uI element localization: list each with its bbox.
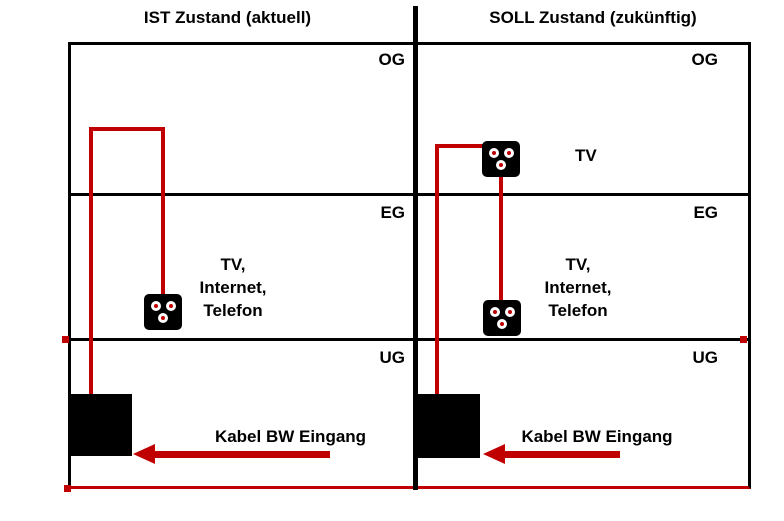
line-endpoint-handle <box>740 336 747 343</box>
cable-segment-drop-left <box>161 127 165 297</box>
line-endpoint-handle <box>62 336 69 343</box>
entry-arrow-shaft-right <box>505 451 620 458</box>
left-panel-title: IST Zustand (aktuell) <box>143 8 312 27</box>
entry-arrow-right-icon <box>483 444 505 464</box>
socket-label-left-eg: TV, Internet, Telefon <box>199 255 267 320</box>
socket-port-dot <box>158 313 168 323</box>
socket-port-dot <box>504 307 515 317</box>
floor-label-og-right: OG <box>691 50 718 69</box>
antenna-socket-icon-left-eg <box>144 294 182 330</box>
cable-segment-vertical-riser-left <box>89 127 93 400</box>
cable-entry-box-left <box>70 394 132 456</box>
entry-arrow-left-icon <box>133 444 155 464</box>
entry-label-right: Kabel BW Eingang <box>521 427 673 446</box>
socket-port-row <box>496 160 506 170</box>
socket-port-dot <box>496 160 506 170</box>
building-outline <box>68 42 751 489</box>
socket-port-row <box>158 313 168 323</box>
socket-label-right-eg: TV, Internet, Telefon <box>544 255 612 320</box>
socket-port-dot <box>488 148 499 158</box>
floor-label-eg-left: EG <box>380 203 405 222</box>
cable-segment-drop-right <box>499 176 503 302</box>
floor-label-ug-left: UG <box>379 348 406 367</box>
socket-port-dot <box>165 301 176 311</box>
cable-segment-vertical-riser-right <box>435 144 439 400</box>
antenna-socket-icon-right-eg <box>483 300 521 336</box>
socket-label-right-og: TV <box>575 146 597 165</box>
floor-label-ug-right: UG <box>692 348 719 367</box>
socket-port-row <box>489 307 515 317</box>
floor-label-eg-right: EG <box>693 203 718 222</box>
socket-port-dot <box>497 319 507 329</box>
socket-port-row <box>150 301 176 311</box>
entry-label-left: Kabel BW Eingang <box>214 427 367 446</box>
socket-port-dot <box>150 301 161 311</box>
socket-port-row <box>488 148 514 158</box>
entry-arrow-shaft-left <box>155 451 330 458</box>
floor-line-og-eg <box>68 193 751 196</box>
cable-segment-horizontal-right <box>435 144 483 148</box>
socket-port-dot <box>503 148 514 158</box>
line-endpoint-handle <box>64 485 71 492</box>
socket-port-row <box>497 319 507 329</box>
right-panel-title: SOLL Zustand (zukünftig) <box>489 8 697 27</box>
antenna-socket-icon-right-og <box>482 141 520 177</box>
cable-entry-box-right <box>416 394 480 458</box>
socket-port-dot <box>489 307 500 317</box>
floor-line-eg-ug <box>68 338 751 341</box>
cable-segment-horizontal-left <box>89 127 165 131</box>
panel-divider <box>413 6 418 490</box>
floor-label-og-left: OG <box>378 50 405 69</box>
